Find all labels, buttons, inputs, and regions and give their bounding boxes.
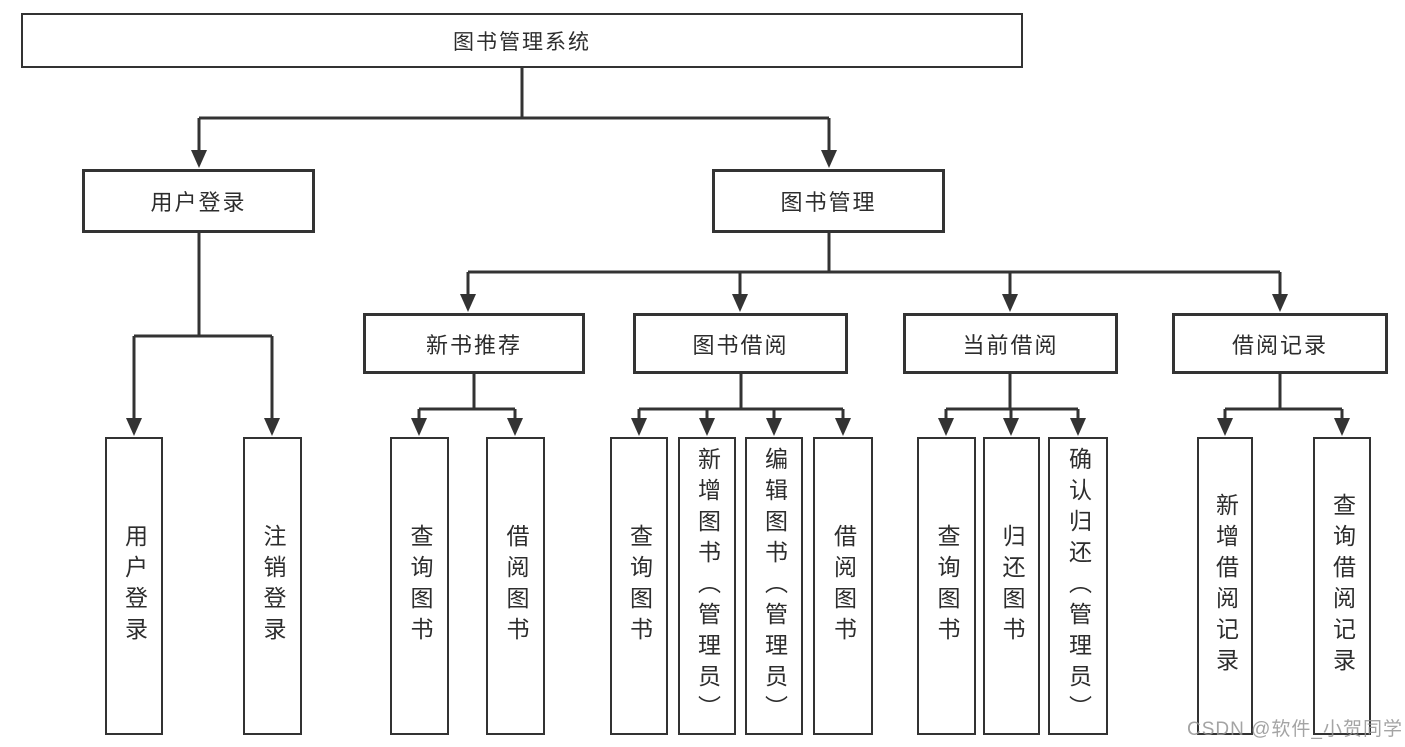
connector-new-book-recommend-to-leaves	[417, 374, 517, 421]
node-current-borrow: 当前借阅	[903, 313, 1118, 374]
node-new-book-recommend: 新书推荐	[363, 313, 585, 374]
leaf-query-books-1-label: 查询图书	[407, 524, 433, 648]
leaf-user-login-label: 用户登录	[121, 524, 148, 648]
leaf-add-borrow-record: 新增借阅记录	[1197, 437, 1253, 735]
leaf-borrow-books-2-label: 借阅图书	[830, 524, 857, 648]
leaf-query-books-2-label: 查询图书	[626, 524, 653, 648]
leaf-confirm-return-admin: 确认归还（管理员）	[1048, 437, 1108, 735]
connector-user-login-to-leaves	[132, 233, 274, 421]
leaf-edit-books-admin: 编辑图书（管理员）	[745, 437, 803, 735]
node-borrow-records: 借阅记录	[1172, 313, 1388, 374]
leaf-add-books-admin-label: 新增图书（管理员）	[694, 446, 721, 726]
leaf-query-books-3-label: 查询图书	[934, 524, 960, 648]
node-book-borrow: 图书借阅	[633, 313, 848, 374]
leaf-edit-books-admin-label: 编辑图书（管理员）	[761, 446, 788, 726]
leaf-query-books-3: 查询图书	[917, 437, 976, 735]
leaf-return-books-label: 归还图书	[999, 524, 1025, 648]
leaf-logout: 注销登录	[243, 437, 302, 735]
watermark: CSDN @软件_小贺同学	[1187, 719, 1403, 740]
leaf-add-borrow-record-label: 新增借阅记录	[1212, 493, 1239, 679]
node-library-management-system: 图书管理系统	[21, 13, 1023, 68]
leaf-query-borrow-record: 查询借阅记录	[1313, 437, 1371, 735]
connector-borrow-records-to-leaves	[1223, 374, 1344, 421]
node-user-login: 用户登录	[82, 169, 315, 233]
connector-book-management-to-level3	[466, 233, 1282, 297]
connector-current-borrow-to-leaves	[944, 374, 1080, 421]
node-book-management: 图书管理	[712, 169, 945, 233]
leaf-borrow-books-1: 借阅图书	[486, 437, 545, 735]
leaf-logout-label: 注销登录	[260, 524, 286, 648]
leaf-confirm-return-admin-label: 确认归还（管理员）	[1065, 446, 1092, 726]
leaf-query-books-2: 查询图书	[610, 437, 668, 735]
connector-book-borrow-to-leaves	[637, 374, 845, 421]
leaf-query-borrow-record-label: 查询借阅记录	[1329, 493, 1356, 679]
leaf-return-books: 归还图书	[983, 437, 1040, 735]
leaf-query-books-1: 查询图书	[390, 437, 449, 735]
leaf-user-login: 用户登录	[105, 437, 163, 735]
leaf-borrow-books-1-label: 借阅图书	[503, 524, 529, 648]
leaf-add-books-admin: 新增图书（管理员）	[678, 437, 736, 735]
leaf-borrow-books-2: 借阅图书	[813, 437, 873, 735]
connector-root-to-level2	[197, 68, 831, 154]
